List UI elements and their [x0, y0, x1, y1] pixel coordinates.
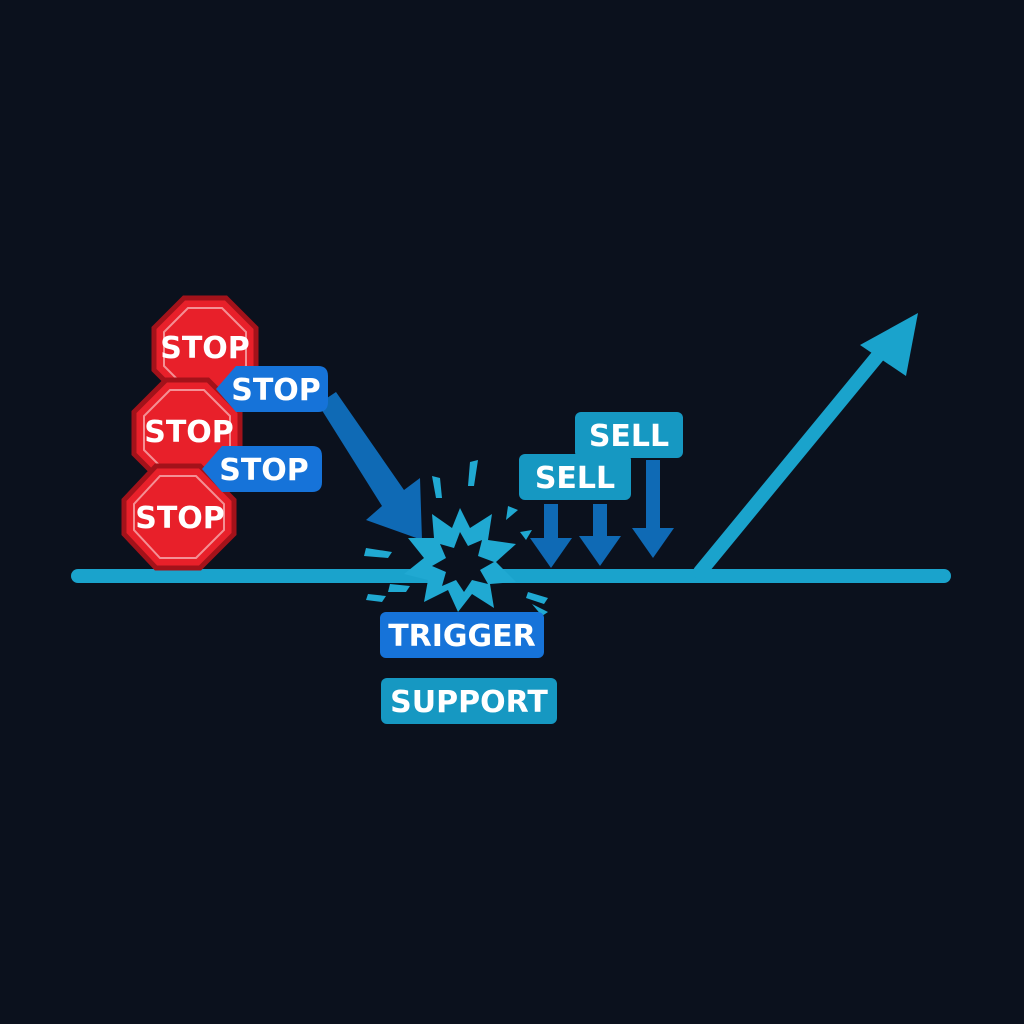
- stop-sign-3: STOP: [121, 463, 237, 571]
- stop-sign-1-label: STOP: [160, 331, 250, 366]
- stop-tag-1-label: STOP: [231, 373, 321, 408]
- arrow-down-icon: [530, 504, 572, 568]
- push-arrow-down-right-icon: [318, 392, 422, 540]
- sell-arrows: [530, 460, 674, 568]
- stop-tag-1: STOP: [216, 366, 328, 412]
- sell-tag-1-label: SELL: [589, 419, 669, 454]
- stop-tag-2: STOP: [202, 446, 322, 492]
- sell-tag-2: SELL: [519, 454, 631, 500]
- support-tag: SUPPORT: [381, 678, 557, 724]
- sell-tag-2-label: SELL: [535, 461, 615, 496]
- arrow-down-icon: [632, 460, 674, 558]
- trend-arrow-up-right-icon: [693, 313, 918, 579]
- stop-tag-2-label: STOP: [219, 453, 309, 488]
- trigger-tag: TRIGGER: [380, 612, 544, 658]
- stop-sign-3-label: STOP: [135, 501, 225, 536]
- stop-sign-2-label: STOP: [144, 415, 234, 450]
- arrow-down-icon: [579, 504, 621, 566]
- sell-tag-1: SELL: [575, 412, 683, 458]
- explosion-burst-icon: [364, 460, 548, 616]
- support-label: SUPPORT: [390, 685, 548, 720]
- trigger-label: TRIGGER: [388, 619, 536, 654]
